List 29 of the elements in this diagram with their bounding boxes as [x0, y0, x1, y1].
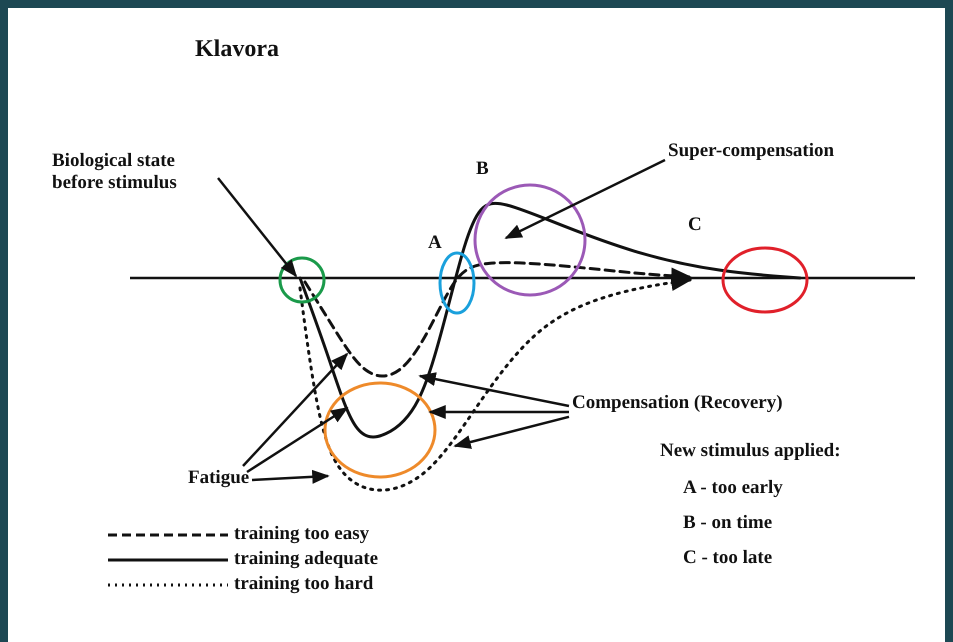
- title: Klavora: [195, 36, 279, 64]
- curve-point-label: C: [688, 214, 702, 236]
- callout-label: Biological state before stimulus: [52, 150, 178, 194]
- highlight-circle: [324, 382, 436, 478]
- highlight-circle: [278, 256, 326, 304]
- note-item: A - too early: [683, 477, 783, 499]
- note-item: C - too late: [683, 547, 772, 569]
- note-heading: New stimulus applied:: [660, 440, 841, 462]
- highlight-circle: [438, 252, 476, 314]
- legend-label: training adequate: [234, 548, 378, 570]
- leader-arrow: [418, 372, 570, 408]
- leader-arrow: [242, 352, 348, 467]
- leader-arrow: [453, 416, 570, 449]
- leader-arrow: [504, 158, 666, 240]
- adequate-curve: [298, 202, 802, 438]
- legend-label: training too easy: [234, 523, 370, 545]
- legend-label: training too hard: [234, 573, 374, 595]
- leader-arrow: [428, 405, 569, 419]
- callout-label: Super-compensation: [668, 140, 834, 162]
- callout-label: Fatigue: [188, 467, 250, 489]
- leader-arrow: [252, 470, 330, 484]
- note-item: B - on time: [683, 512, 772, 534]
- leader-arrow: [217, 177, 298, 278]
- highlight-circle: [474, 184, 586, 296]
- curve-point-label: A: [428, 232, 442, 254]
- callout-label: Compensation (Recovery): [572, 392, 783, 414]
- leader-arrow: [246, 406, 348, 474]
- highlight-circle: [722, 246, 808, 314]
- curve-point-label: B: [476, 158, 489, 180]
